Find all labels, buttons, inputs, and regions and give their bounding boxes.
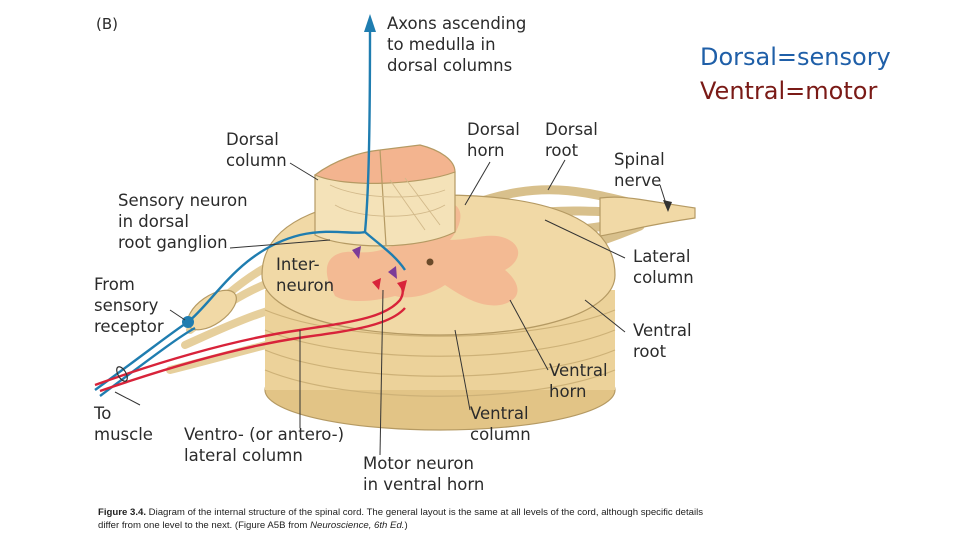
svg-text:receptor: receptor xyxy=(94,317,164,336)
svg-text:Axons ascending: Axons ascending xyxy=(387,14,526,33)
svg-text:Spinal: Spinal xyxy=(614,150,665,169)
label-from-sensory-receptor: From sensory receptor xyxy=(94,275,164,336)
svg-text:horn: horn xyxy=(549,382,587,401)
svg-text:Ventral: Ventral xyxy=(470,404,529,423)
svg-text:Dorsal: Dorsal xyxy=(545,120,598,139)
svg-text:muscle: muscle xyxy=(94,425,153,444)
svg-text:To: To xyxy=(93,404,111,423)
sensory-axon xyxy=(94,29,406,397)
label-to-muscle: To muscle xyxy=(93,404,153,444)
svg-text:root ganglion: root ganglion xyxy=(118,233,228,252)
svg-text:root: root xyxy=(633,342,667,361)
svg-text:neuron: neuron xyxy=(276,276,334,295)
rootlet-bands xyxy=(264,309,616,397)
svg-text:dorsal columns: dorsal columns xyxy=(387,56,512,75)
dorsal-column-block xyxy=(313,144,456,247)
motor-neuron-cell-bodies xyxy=(372,278,407,292)
label-ventral-horn: Ventral horn xyxy=(549,361,608,401)
figure-caption: Figure 3.4. Diagram of the internal stru… xyxy=(98,506,708,532)
svg-text:horn: horn xyxy=(467,141,505,160)
label-ventrolateral-column: Ventro- (or antero-) lateral column xyxy=(184,425,344,465)
svg-text:Ventral: Ventral xyxy=(633,321,692,340)
label-dorsal-root: Dorsal root xyxy=(545,120,598,160)
svg-text:column: column xyxy=(226,151,287,170)
svg-text:Lateral: Lateral xyxy=(633,247,690,266)
svg-text:Inter-: Inter- xyxy=(276,255,320,274)
label-interneuron: Inter- neuron xyxy=(276,255,334,295)
svg-text:From: From xyxy=(94,275,135,294)
note-ventral-motor: Ventral=motor xyxy=(700,77,878,105)
spinal-cord-illustration xyxy=(94,14,696,431)
svg-text:sensory: sensory xyxy=(94,296,159,315)
caption-figure-label: Figure 3.4. xyxy=(98,507,146,518)
svg-text:in ventral horn: in ventral horn xyxy=(363,475,484,494)
label-dorsal-column: Dorsal column xyxy=(226,130,287,170)
label-spinal-nerve: Spinal nerve xyxy=(614,150,665,190)
svg-text:Dorsal: Dorsal xyxy=(226,130,279,149)
label-lateral-column: Lateral column xyxy=(633,247,694,287)
spinal-nerve-arrowhead xyxy=(663,200,672,212)
svg-text:lateral column: lateral column xyxy=(184,446,303,465)
label-axons-ascending: Axons ascending to medulla in dorsal col… xyxy=(387,14,526,75)
label-ventral-column: Ventral column xyxy=(470,404,531,444)
panel-label: (B) xyxy=(96,15,118,33)
svg-text:Ventral: Ventral xyxy=(549,361,608,380)
caption-source-title: Neuroscience, 6th Ed. xyxy=(310,520,405,531)
ascending-arrowhead xyxy=(364,14,376,32)
caption-tail: ) xyxy=(404,520,408,531)
central-canal xyxy=(426,258,434,266)
caption-text: Diagram of the internal structure of the… xyxy=(98,507,704,531)
side-note: Dorsal=sensory Ventral=motor xyxy=(700,40,891,108)
svg-text:Sensory neuron: Sensory neuron xyxy=(118,191,248,210)
svg-text:Dorsal: Dorsal xyxy=(467,120,520,139)
svg-text:root: root xyxy=(545,141,579,160)
sensory-neuron-cell-body xyxy=(182,316,194,328)
receptor-ending xyxy=(116,366,128,382)
spinal-nerve xyxy=(599,196,696,237)
motor-axon xyxy=(94,284,406,393)
interneuron-cells xyxy=(352,246,397,279)
svg-text:column: column xyxy=(470,425,531,444)
label-ventral-root: Ventral root xyxy=(633,321,692,361)
label-dorsal-horn: Dorsal horn xyxy=(467,120,520,160)
svg-text:Ventro- (or antero-): Ventro- (or antero-) xyxy=(184,425,344,444)
gray-matter xyxy=(326,204,519,306)
svg-text:column: column xyxy=(633,268,694,287)
svg-text:in dorsal: in dorsal xyxy=(118,212,189,231)
leader-lines xyxy=(114,159,669,456)
svg-text:to medulla in: to medulla in xyxy=(387,35,496,54)
label-sensory-neuron: Sensory neuron in dorsal root ganglion xyxy=(118,191,248,252)
svg-text:nerve: nerve xyxy=(614,171,661,190)
note-dorsal-sensory: Dorsal=sensory xyxy=(700,43,891,71)
svg-text:Motor neuron: Motor neuron xyxy=(363,454,474,473)
label-motor-neuron: Motor neuron in ventral horn xyxy=(363,454,484,494)
